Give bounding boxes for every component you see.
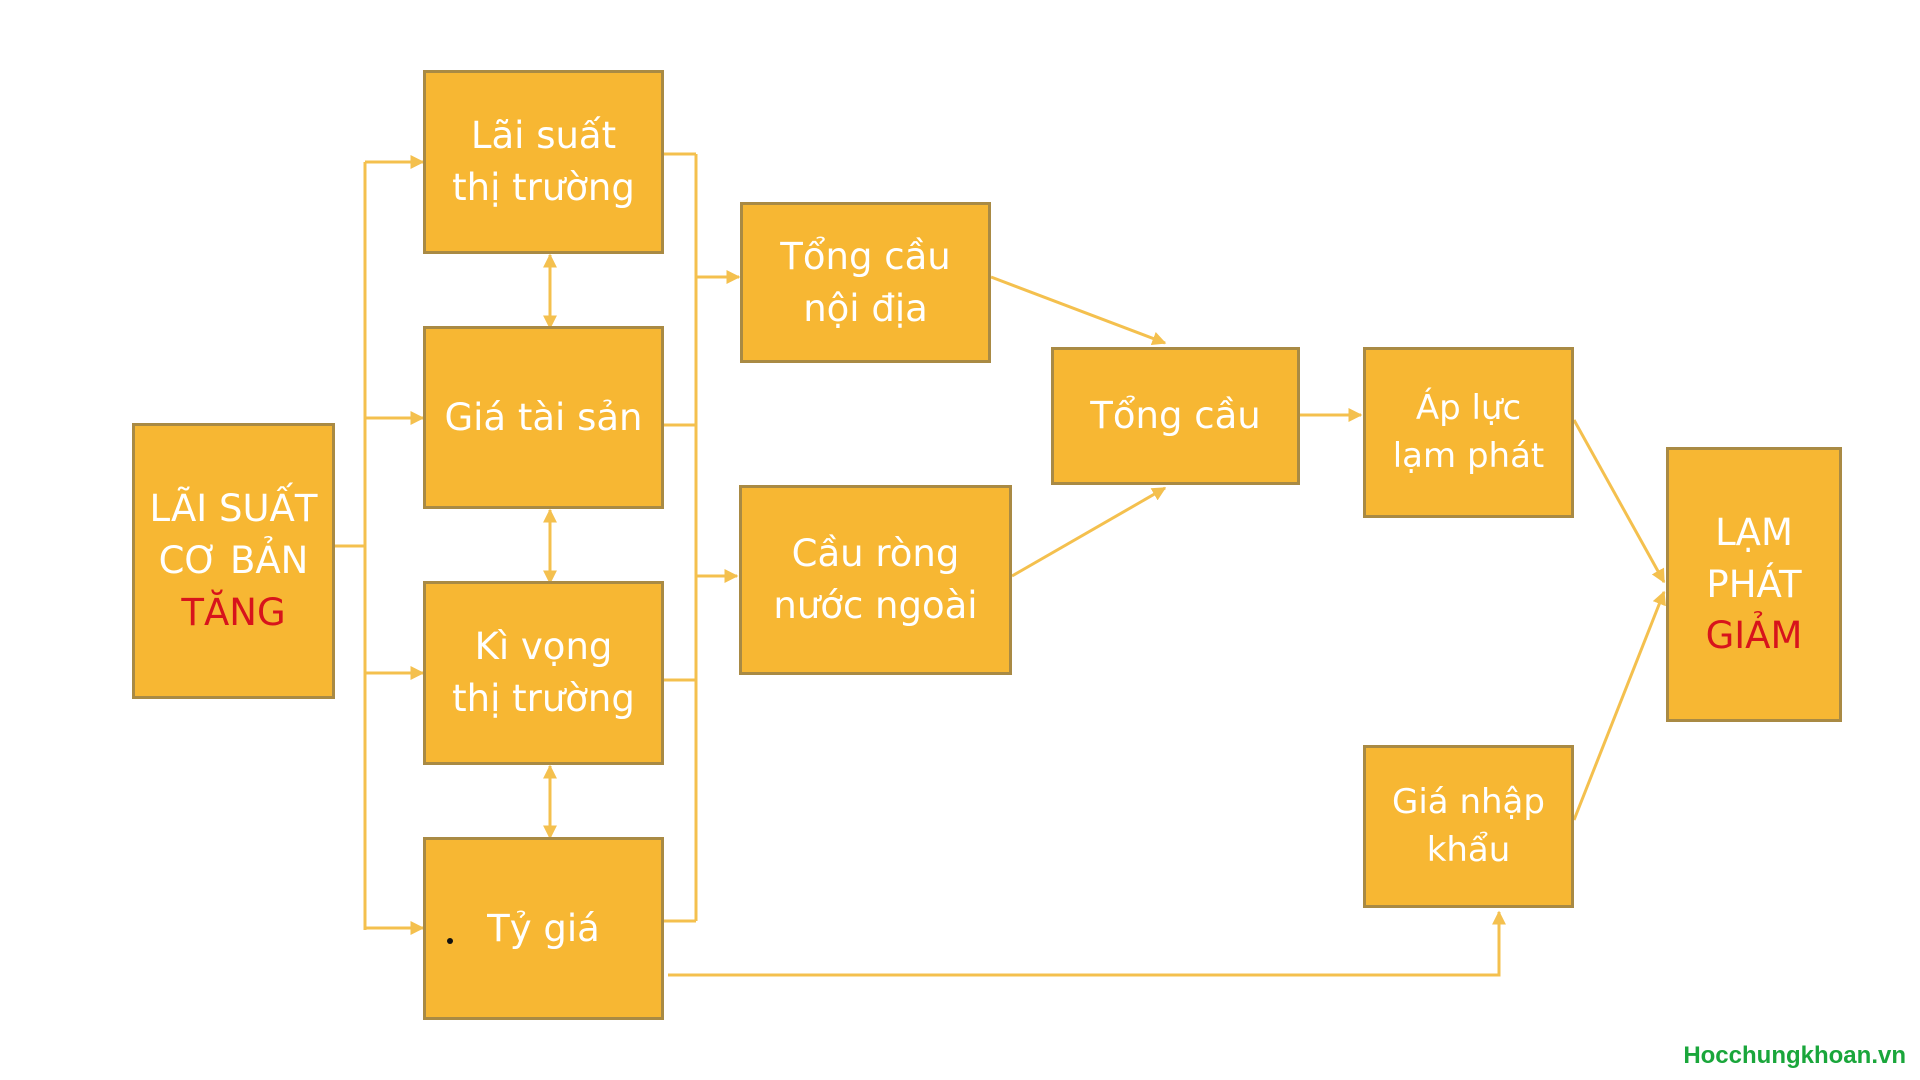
arrow-exchange-to-import-price — [668, 910, 1506, 977]
node-base-interest-rate-line-2: CƠ BẢN — [158, 539, 309, 583]
node-base-interest-rate-line-1: LÃI SUẤT — [149, 487, 318, 531]
node-net-foreign-demand: Cầu ròng nước ngoài — [739, 485, 1012, 675]
stray-dot — [447, 938, 453, 944]
arrow-domestic-to-total — [990, 275, 1167, 346]
node-inflation-pressure-line-2: lạm phát — [1392, 435, 1545, 476]
node-aggregate-demand: Tổng cầu — [1051, 347, 1300, 485]
node-asset-price: Giá tài sản — [423, 326, 664, 509]
node-inflation-pressure-line-1: Áp lực — [1415, 387, 1522, 428]
arrow-foreign-to-total — [1011, 486, 1167, 578]
node-aggregate-demand-line-1: Tổng cầu — [1090, 394, 1261, 438]
node-domestic-demand-line-2: nội địa — [803, 286, 928, 330]
node-import-price-line-2: khẩu — [1426, 829, 1511, 870]
node-exchange-rate: Tỷ giá — [423, 837, 664, 1020]
node-market-interest-rate-line-1: Lãi suất — [470, 114, 617, 158]
node-base-interest-rate: LÃI SUẤT CƠ BẢN TĂNG — [132, 423, 335, 699]
node-inflation-decrease-accent: GIẢM — [1705, 614, 1803, 658]
arrow-import-to-inflation — [1572, 590, 1666, 821]
node-market-interest-rate: Lãi suất thị trường — [423, 70, 664, 254]
node-domestic-demand-line-1: Tổng cầu — [780, 234, 951, 278]
node-asset-price-line-1: Giá tài sản — [444, 395, 643, 439]
node-inflation-decrease: LẠM PHÁT GIẢM — [1666, 447, 1842, 722]
node-market-expectation: Kì vọng thị trường — [423, 581, 664, 765]
node-net-foreign-demand-line-1: Cầu ròng — [791, 532, 960, 576]
watermark: Hocchungkhoan.vn — [1683, 1042, 1906, 1069]
node-import-price: Giá nhập khẩu — [1363, 745, 1574, 908]
node-domestic-demand: Tổng cầu nội địa — [740, 202, 991, 363]
node-market-expectation-line-1: Kì vọng — [474, 625, 613, 669]
node-inflation-decrease-line-2: PHÁT — [1706, 562, 1802, 606]
node-inflation-pressure: Áp lực lạm phát — [1363, 347, 1574, 518]
node-import-price-line-1: Giá nhập — [1392, 781, 1545, 822]
node-base-interest-rate-accent: TĂNG — [181, 590, 286, 634]
node-market-interest-rate-line-2: thị trường — [452, 166, 635, 209]
node-inflation-decrease-line-1: LẠM — [1715, 510, 1793, 554]
node-net-foreign-demand-line-2: nước ngoài — [773, 584, 978, 627]
node-market-expectation-line-2: thị trường — [452, 677, 635, 720]
arrow-pressure-to-inflation — [1572, 419, 1666, 584]
node-exchange-rate-line-1: Tỷ giá — [487, 906, 600, 950]
